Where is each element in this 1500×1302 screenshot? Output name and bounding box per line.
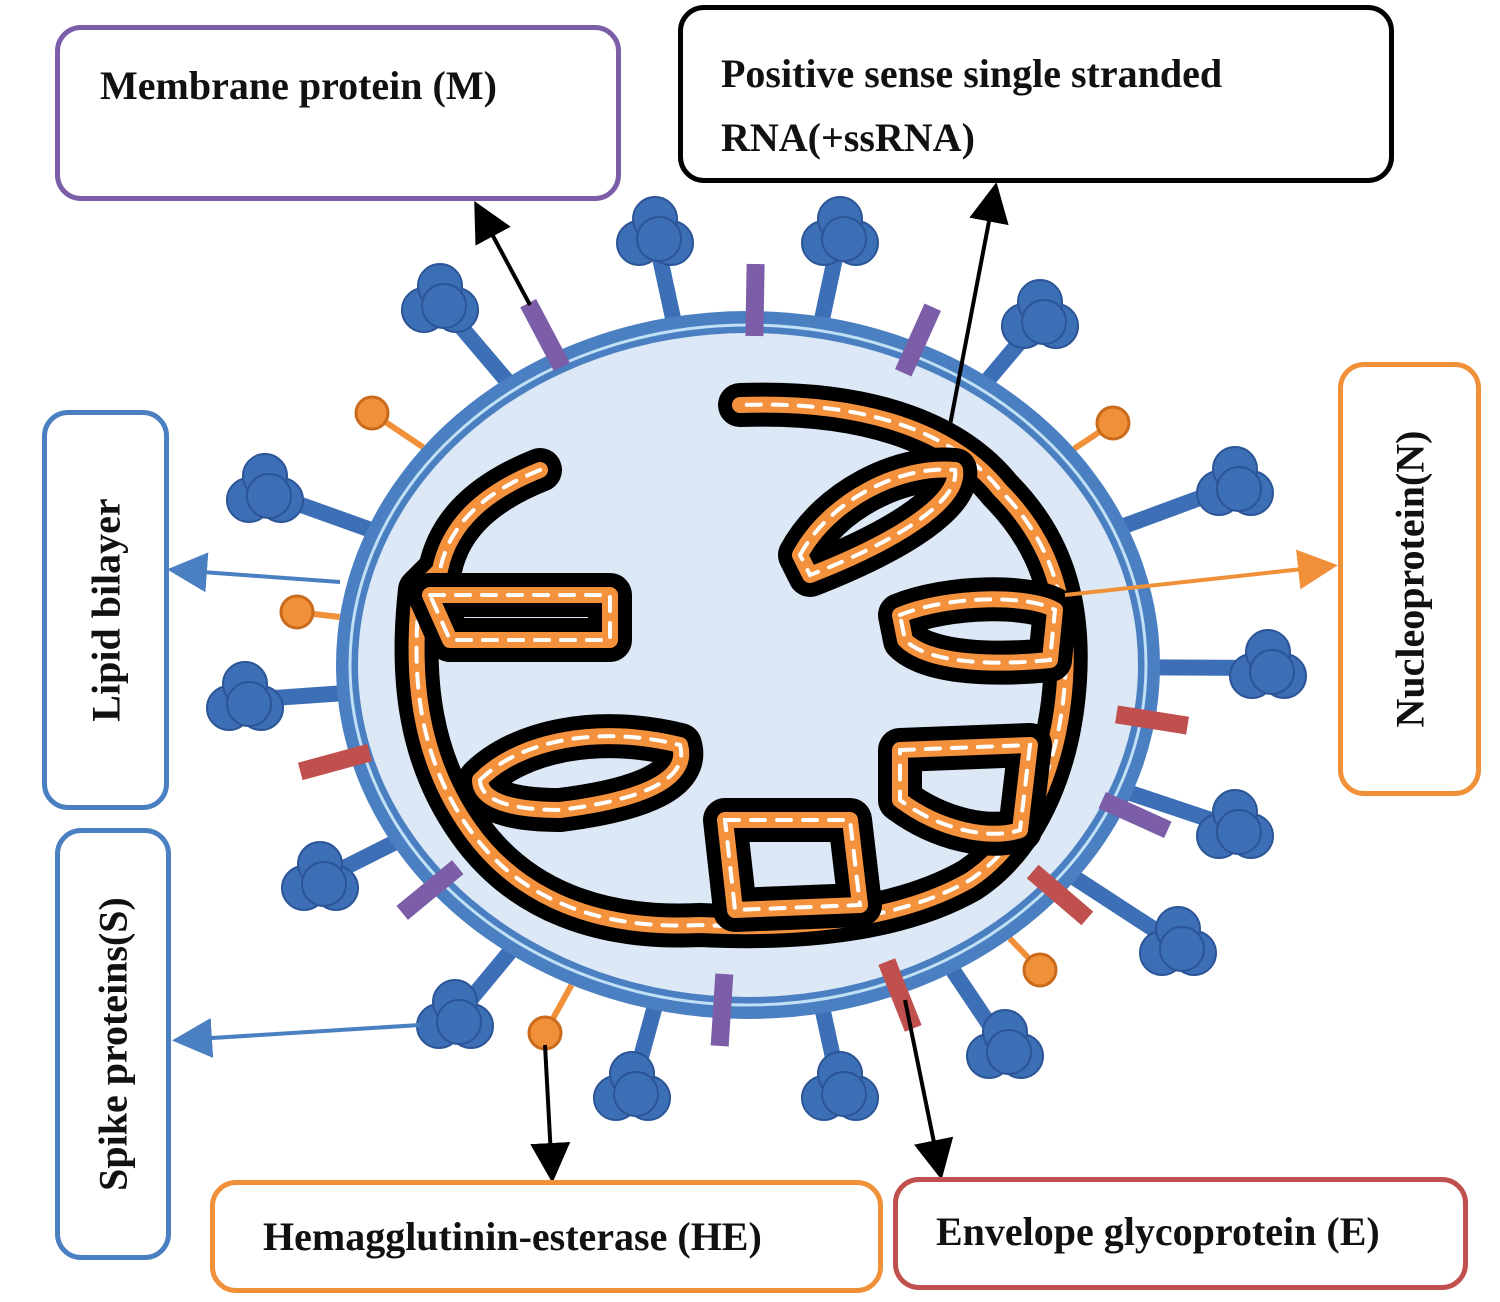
label-membrane-protein: Membrane protein (M) <box>55 25 621 201</box>
spike-head <box>821 216 867 262</box>
he-protein <box>279 594 341 630</box>
spike-protein <box>206 661 347 731</box>
arrow-he <box>530 1044 571 1183</box>
spike-head <box>986 1029 1032 1075</box>
nucleocapsid-segment <box>778 447 978 597</box>
membrane-protein-m <box>520 298 570 372</box>
label-lipid-bilayer: Lipid bilayer <box>42 410 169 810</box>
spike-head <box>821 1071 867 1117</box>
nucleocapsid-segment <box>458 714 704 832</box>
spike-protein <box>401 263 517 390</box>
he-head <box>1095 405 1131 441</box>
he-head <box>527 1015 563 1051</box>
spike-head <box>1249 649 1295 695</box>
spike-head <box>421 283 467 329</box>
spike-protein <box>281 832 404 911</box>
he-head <box>279 594 315 630</box>
arrow-membrane <box>474 200 532 306</box>
spike-protein <box>226 453 379 540</box>
nucleoprotein-units <box>722 818 863 913</box>
arrow-spike <box>172 1018 421 1058</box>
he-protein <box>354 395 425 450</box>
nucleocapsid-segment <box>878 723 1052 856</box>
spike-head <box>301 861 347 907</box>
nucleoprotein-units <box>797 467 958 578</box>
lipid-label-text: Lipid bilayer <box>83 498 128 722</box>
arrow-envelope <box>903 999 954 1180</box>
spike-head <box>246 473 292 519</box>
envelope-protein-e <box>1026 864 1094 926</box>
he-label-text: Hemagglutinin-esterase (HE) <box>263 1214 762 1259</box>
nucleoprotein-units <box>898 742 1033 836</box>
arrows <box>167 182 1338 1183</box>
spike-protein <box>1121 783 1274 859</box>
rna-label-line2: RNA(+ssRNA) <box>721 115 975 160</box>
nucleocapsid-segment <box>703 798 882 932</box>
spike-protein <box>1065 867 1217 976</box>
he-head <box>1022 952 1058 988</box>
envelope-label-text: Envelope glycoprotein (E) <box>936 1209 1380 1254</box>
label-hemagglutinin-esterase: Hemagglutinin-esterase (HE) <box>210 1180 883 1293</box>
spike-protein <box>978 279 1079 390</box>
he-protein <box>1072 405 1131 452</box>
nucleoprotein-units <box>426 593 612 642</box>
surface-proteins <box>206 196 1307 1121</box>
spike-head <box>226 681 272 727</box>
label-nucleoprotein: Nucleoprotein(N) <box>1338 362 1481 796</box>
nucleocapsid-segment <box>878 577 1077 685</box>
label-envelope-glycoprotein: Envelope glycoprotein (E) <box>893 1177 1468 1290</box>
spike-head <box>1216 466 1262 512</box>
spike-protein <box>616 196 694 326</box>
nucleoprotein-units <box>897 597 1058 665</box>
arrow-lipid <box>167 552 341 593</box>
he-head <box>354 395 390 431</box>
rna-label-line1: Positive sense single stranded <box>721 51 1223 96</box>
rna-nucleocapsid <box>394 382 1088 949</box>
nucleocapsid-segment <box>408 573 632 662</box>
label-spike-proteins: Spike proteins(S) <box>55 828 171 1260</box>
envelope-protein-e <box>297 743 373 781</box>
membrane-protein-m <box>396 860 464 920</box>
membrane-protein-m <box>710 973 734 1047</box>
spike-protein <box>416 942 520 1049</box>
spike-protein <box>1151 629 1307 699</box>
envelope-protein-e <box>878 958 922 1032</box>
spike-protein <box>593 1000 671 1121</box>
arrow-nucleoprotein <box>1064 549 1338 597</box>
spike-head <box>636 216 682 262</box>
he-protein <box>1007 936 1058 988</box>
spike-head <box>1159 926 1205 972</box>
he-protein <box>527 983 575 1051</box>
membrane-protein-m <box>895 303 941 377</box>
spike-head <box>1021 299 1067 345</box>
spike-protein <box>801 196 879 326</box>
nucleoprotein-units <box>477 734 684 813</box>
membrane-label-text: Membrane protein (M) <box>100 63 497 108</box>
spike-label-text: Spike proteins(S) <box>90 897 136 1191</box>
membrane-protein-m <box>1098 791 1172 839</box>
membrane-markers <box>297 263 1189 1047</box>
spike-head <box>436 999 482 1045</box>
label-rna: Positive sense single stranded RNA(+ssRN… <box>678 5 1394 183</box>
spike-protein <box>801 1004 879 1121</box>
membrane-protein-m <box>745 263 765 337</box>
spike-protein <box>943 961 1044 1079</box>
spike-head <box>613 1071 659 1117</box>
envelope-protein-e <box>1115 705 1189 735</box>
spike-head <box>1216 809 1262 855</box>
arrow-rna <box>948 182 1009 426</box>
spike-protein <box>1116 446 1274 536</box>
nucleoprotein-label-text: Nucleoprotein(N) <box>1387 430 1432 728</box>
